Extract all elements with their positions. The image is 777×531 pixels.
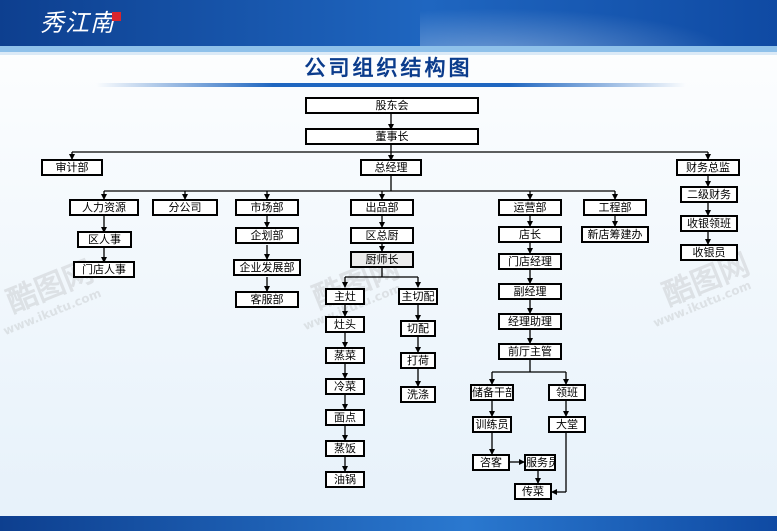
node-planning-dept: 企划部 [235,227,299,244]
node-assistant-manager: 经理助理 [498,313,562,330]
node-regional-head-chef: 区总厨 [350,227,414,244]
node-front-supervisor: 前厅主管 [498,343,562,360]
node-new-store-office: 新店筹建办 [581,226,649,243]
node-marketing-dept: 市场部 [235,199,299,216]
node-chairman: 董事长 [305,128,479,145]
node-team-leader: 领班 [548,384,586,401]
node-cold-dishes: 冷菜 [325,378,365,395]
node-waiter: 服务员 [524,454,556,471]
node-stove-head: 灶头 [325,316,365,333]
node-operations-dept: 运营部 [498,199,562,216]
node-pastry: 面点 [325,409,365,426]
node-second-finance: 二级财务 [680,186,738,203]
node-deputy-manager: 副经理 [498,283,562,300]
node-steamed-dishes: 蒸菜 [325,347,365,364]
node-general-manager: 总经理 [360,159,422,176]
node-engineering-dept: 工程部 [583,199,647,216]
node-hostess: 咨客 [472,454,510,471]
node-development-dept: 企业发展部 [233,259,301,276]
node-dishwashing: 洗涤 [400,386,436,403]
node-main-stove: 主灶 [325,288,365,305]
node-plating: 打荷 [400,352,436,369]
node-fryer: 油锅 [325,471,365,488]
logo-seal-icon [112,12,121,21]
footer-banner [0,516,777,531]
node-main-prep: 主切配 [398,288,438,305]
header-stripe-light [0,52,777,55]
header-banner [0,0,777,46]
node-regional-hr: 区人事 [77,231,132,248]
node-branch-company: 分公司 [152,199,218,216]
node-kitchen-dept: 出品部 [350,199,414,216]
chart-title: 公司组织结构图 [304,56,473,80]
node-head-chef: 厨师长 [350,251,414,268]
node-trainer: 训练员 [472,416,512,433]
node-human-resources: 人力资源 [69,199,139,216]
node-store-manager: 店长 [498,226,562,243]
node-store-hr: 门店人事 [73,261,135,278]
node-customer-service: 客服部 [235,291,299,308]
node-steamed-rice: 蒸饭 [325,440,365,457]
header-stripe [0,46,777,52]
node-cashier-leader: 收银领班 [680,215,738,232]
node-store-gm: 门店经理 [498,253,562,270]
title-underline [96,83,686,87]
node-audit-dept: 审计部 [41,159,103,176]
node-cashier: 收银员 [680,244,738,261]
node-finance-director: 财务总监 [676,159,740,176]
node-reserve-cadre: 储备干部 [470,384,514,401]
node-food-runner: 传菜 [514,483,552,500]
brand-logo: 秀江南 [40,9,115,37]
node-shareholders-meeting: 股东会 [305,97,479,114]
header-decoration [420,0,777,46]
node-prep: 切配 [400,320,436,337]
node-lobby: 大堂 [548,416,586,433]
